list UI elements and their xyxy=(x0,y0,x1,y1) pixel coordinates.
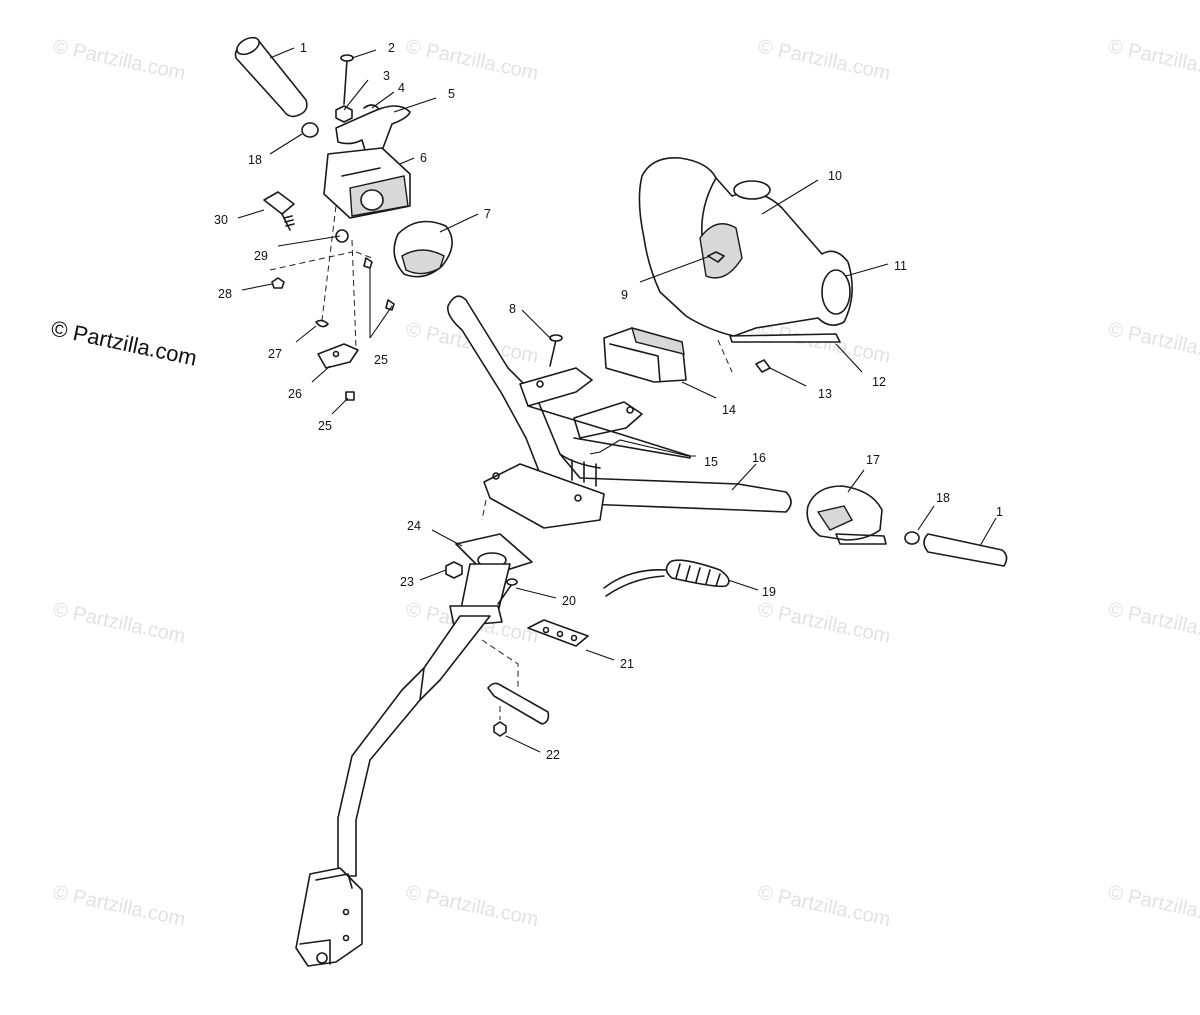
watermark: © Partzilla.com xyxy=(1106,318,1200,368)
clip-part-27 xyxy=(315,319,329,328)
bracket-part-14 xyxy=(603,326,687,383)
callout-label: 14 xyxy=(722,403,736,417)
callout-label: 30 xyxy=(214,213,228,227)
switch-housing-part-17 xyxy=(806,485,887,545)
callout-label: 27 xyxy=(268,347,282,361)
callout-label: 7 xyxy=(484,207,491,221)
leader-lines xyxy=(237,47,997,753)
dash-bolt-line xyxy=(481,339,733,521)
callout-label: 11 xyxy=(894,259,907,273)
screws-part-25 xyxy=(345,257,395,401)
watermark: © Partzilla.com xyxy=(756,881,892,931)
bolt-part-2 xyxy=(340,54,354,105)
watermark-main: © Partzilla.com xyxy=(49,315,199,370)
callout-label: 5 xyxy=(448,87,455,101)
callout-label: 23 xyxy=(400,575,414,589)
watermark: © Partzilla.com xyxy=(51,35,187,85)
plate-part-21 xyxy=(527,619,589,647)
handlebar-part-16 xyxy=(446,295,792,513)
grip-left-top-part xyxy=(234,36,308,118)
callout-label: 29 xyxy=(254,249,268,263)
callout-label: 21 xyxy=(620,657,634,671)
end-cap-part-18-left xyxy=(301,122,319,138)
callout-label: 15 xyxy=(704,455,718,469)
plate-part-26 xyxy=(317,343,359,369)
callout-label: 20 xyxy=(562,594,576,608)
strap-part-12 xyxy=(729,333,841,343)
handlebar-pad-part-11 xyxy=(638,157,853,337)
callout-label: 10 xyxy=(828,169,842,183)
clamp-upper-part-15 xyxy=(519,367,691,459)
nut-part-3 xyxy=(335,105,353,123)
rivet-part-13 xyxy=(755,359,771,373)
callout-label: 9 xyxy=(621,288,628,302)
post-assembly-dashes xyxy=(481,639,519,720)
callout-label: 25 xyxy=(318,419,332,433)
callout-label: 3 xyxy=(383,69,390,83)
screw-part-20 xyxy=(497,578,518,605)
callout-label: 4 xyxy=(398,81,405,95)
watermark: © Partzilla.com xyxy=(51,881,187,931)
watermark: © Partzilla.com xyxy=(404,35,540,85)
end-cap-part-18-right xyxy=(904,531,920,545)
watermark: © Partzilla.com xyxy=(1106,881,1200,931)
watermark: © Partzilla.com xyxy=(51,598,187,648)
callout-label: 2 xyxy=(388,41,395,55)
steering-post-part xyxy=(295,533,533,967)
ball-part-29 xyxy=(335,229,349,243)
callout-label: 24 xyxy=(407,519,421,533)
callout-label: 13 xyxy=(818,387,832,401)
callout-label: 16 xyxy=(752,451,766,465)
callout-label: 12 xyxy=(872,375,886,389)
clip-part-4 xyxy=(363,104,379,109)
screw-part-28 xyxy=(271,277,285,289)
callout-label: 22 xyxy=(546,748,560,762)
tube-part-22 xyxy=(487,682,550,737)
throttle-housing-part-6 xyxy=(323,147,411,219)
grip-right-part-1 xyxy=(923,533,1008,567)
callout-label: 19 xyxy=(762,585,776,599)
callout-labels: 1 2 3 4 5 6 7 8 9 10 11 12 13 14 15 16 1… xyxy=(214,41,1003,762)
nut-part-23 xyxy=(445,561,463,579)
watermark: © Partzilla.com xyxy=(404,881,540,931)
emblem-part-10 xyxy=(733,180,771,200)
watermark: © Partzilla.com xyxy=(756,35,892,85)
watermark: © Partzilla.com xyxy=(756,598,892,648)
callout-label: 26 xyxy=(288,387,302,401)
watermark: © Partzilla.com xyxy=(1106,35,1200,85)
callout-label: 17 xyxy=(866,453,880,467)
watermark: © Partzilla.com xyxy=(756,318,892,368)
callout-label: 1 xyxy=(300,41,307,55)
callout-label: 28 xyxy=(218,287,232,301)
callout-label: 1 xyxy=(996,505,1003,519)
heater-element-part-19 xyxy=(603,559,730,597)
callout-label: 18 xyxy=(936,491,950,505)
adjuster-part-30 xyxy=(263,191,295,231)
clamp-lower-part xyxy=(483,463,605,529)
callout-label: 6 xyxy=(420,151,427,165)
callout-label: 8 xyxy=(509,302,516,316)
callout-label: 25 xyxy=(374,353,388,367)
housing-assembly-dashes xyxy=(269,205,373,349)
watermark: © Partzilla.com xyxy=(1106,598,1200,648)
callout-label: 18 xyxy=(248,153,262,167)
cover-part-7 xyxy=(393,220,453,278)
